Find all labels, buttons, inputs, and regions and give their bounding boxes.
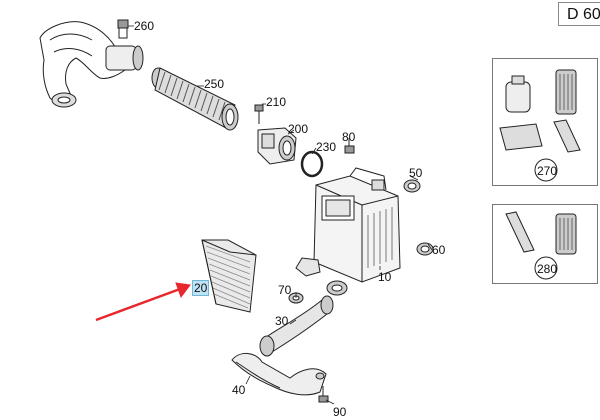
part-210-screw xyxy=(254,104,264,124)
callout-90[interactable]: 90 xyxy=(333,405,347,419)
sheet-code: D 60 xyxy=(558,2,600,26)
callout-10[interactable]: 10 xyxy=(378,270,392,284)
callout-40[interactable]: 40 xyxy=(232,383,246,397)
callout-50[interactable]: 50 xyxy=(409,166,423,180)
callout-200[interactable]: 200 xyxy=(288,122,309,136)
part-250-hose xyxy=(151,67,239,131)
callout-60[interactable]: 60 xyxy=(432,243,446,257)
callout-210[interactable]: 210 xyxy=(266,95,287,109)
kit-280-parts xyxy=(505,211,577,280)
callout-270[interactable]: 270 xyxy=(537,164,558,178)
callout-80[interactable]: 80 xyxy=(342,130,356,144)
leader-lines xyxy=(128,25,433,405)
part-60-grommet xyxy=(416,242,434,256)
callout-280[interactable]: 280 xyxy=(537,262,558,276)
red-arrow xyxy=(95,282,191,322)
part-230-oring xyxy=(300,150,324,178)
part-50-grommet xyxy=(403,179,421,193)
part-20-filter-element xyxy=(201,239,257,313)
part-40-duct xyxy=(231,353,327,396)
callout-70[interactable]: 70 xyxy=(278,283,292,297)
callout-20-highlighted[interactable]: 20 xyxy=(192,280,210,296)
kit-270-parts xyxy=(499,69,581,182)
intake-pipe xyxy=(39,21,144,108)
callout-250[interactable]: 250 xyxy=(204,77,225,91)
part-30-hose xyxy=(259,295,334,357)
callout-260[interactable]: 260 xyxy=(134,19,155,33)
part-10-housing xyxy=(295,167,401,296)
callout-30[interactable]: 30 xyxy=(275,314,289,328)
callout-230[interactable]: 230 xyxy=(316,140,337,154)
part-90-bolt xyxy=(318,386,329,403)
part-260-screw xyxy=(117,19,129,39)
part-200-sensor xyxy=(257,127,297,165)
